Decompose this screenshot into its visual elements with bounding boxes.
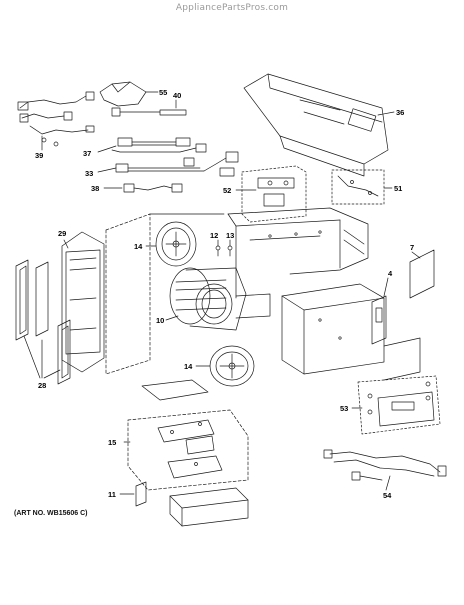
callout-29: 29 (58, 229, 66, 238)
part-28-filters[interactable] (15, 259, 71, 385)
part-54-power-cord[interactable] (323, 449, 447, 481)
part-33-wire-harness[interactable] (115, 151, 239, 177)
callout-14-upper: 14 (134, 242, 143, 251)
part-4-bracket[interactable] (371, 295, 387, 345)
part-55-hardware-bag[interactable] (99, 81, 147, 107)
callout-4: 4 (388, 269, 393, 278)
callout-39: 39 (35, 151, 43, 160)
callout-55: 55 (159, 88, 167, 97)
part-52-control-assembly[interactable] (241, 165, 307, 223)
callout-40: 40 (173, 91, 181, 100)
callout-33: 33 (85, 169, 93, 178)
callout-15: 15 (108, 438, 116, 447)
part-53-switch-panel[interactable] (357, 375, 441, 435)
base-tray (169, 487, 249, 527)
callout-37: 37 (83, 149, 91, 158)
watermark: AppliancePartsPros.com (175, 3, 289, 13)
callout-52: 52 (223, 186, 231, 195)
lower-housing-panel (281, 283, 421, 381)
callout-12: 12 (210, 231, 218, 240)
callout-13: 13 (226, 231, 234, 240)
callout-36: 36 (396, 108, 404, 117)
part-12-screw[interactable] (215, 245, 221, 257)
part-14-blower-wheel-lower[interactable] (209, 345, 255, 387)
part-13-screw[interactable] (227, 245, 233, 257)
callout-53: 53 (340, 404, 348, 413)
part-36-top-panel[interactable] (243, 73, 389, 177)
part-10-blower-assembly[interactable] (169, 267, 271, 331)
callout-7: 7 (410, 243, 414, 252)
callout-10: 10 (156, 316, 164, 325)
part-39-wire-harness[interactable] (17, 91, 95, 147)
callout-51: 51 (394, 184, 402, 193)
part-51-wire-assembly[interactable] (331, 169, 385, 205)
callout-54: 54 (383, 491, 392, 500)
callout-14-lower: 14 (184, 362, 193, 371)
callout-28: 28 (38, 381, 46, 390)
part-37-wire-harness[interactable] (111, 137, 207, 153)
callout-38: 38 (91, 184, 99, 193)
part-15-control-board-assembly[interactable] (127, 379, 249, 491)
callout-11: 11 (108, 490, 116, 499)
main-housing (105, 207, 369, 375)
part-11-bracket[interactable] (135, 481, 147, 507)
part-40-cable[interactable] (111, 107, 187, 117)
part-38-wire-harness[interactable] (123, 183, 183, 193)
part-14-blower-wheel-upper[interactable] (155, 221, 197, 267)
part-7-cover-plate[interactable] (409, 249, 435, 299)
art-number: (ART NO. WB15606 C) (14, 510, 88, 517)
